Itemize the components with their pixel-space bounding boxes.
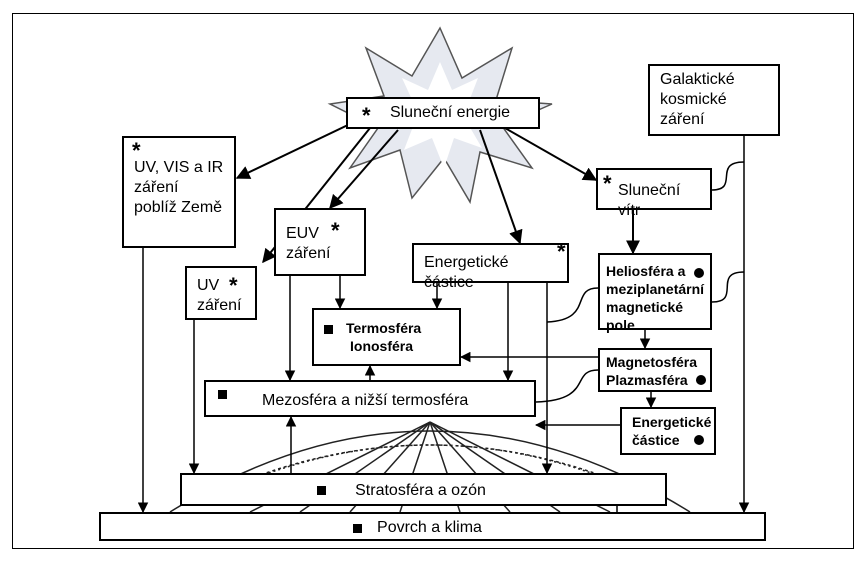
euv-marker: *: [331, 218, 340, 243]
galactic-line-1: Galaktické: [660, 71, 735, 88]
magnetosphere-line-1: Magnetosféra: [606, 354, 698, 370]
thermosphere-marker: [324, 325, 333, 334]
uv-line-2: záření: [197, 297, 242, 314]
sun-energy-marker: *: [362, 103, 371, 128]
uv-vis-ir-line-1: UV, VIS a IR: [134, 159, 224, 176]
energetic-particles-low-box: Energetické částice: [620, 407, 716, 455]
galactic-line-3: záření: [660, 111, 705, 128]
solar-wind-label: Sluneční vítr: [618, 182, 681, 219]
mesosphere-marker: [218, 390, 227, 399]
stratosphere-marker: [317, 486, 326, 495]
energetic-particles-low-line-2: částice: [632, 432, 680, 448]
thermosphere-box: Termosféra Ionosféra: [312, 308, 461, 366]
solar-wind-box: * Sluneční vítr: [596, 168, 712, 219]
sun-energy-label: Sluneční energie: [389, 104, 511, 121]
uv-marker: *: [229, 273, 238, 298]
energetic-particles-top-marker: *: [557, 239, 566, 264]
surface-marker: [353, 524, 362, 533]
stratosphere-box: Stratosféra a ozón: [180, 473, 667, 506]
uv-vis-ir-box: * UV, VIS a IR záření poblíž Země: [122, 136, 236, 248]
heliosphere-line-3: magnetické pole: [606, 299, 684, 333]
heliosphere-line-1: Heliosféra a: [606, 263, 686, 279]
thermosphere-line-2: Ionosféra: [350, 338, 414, 354]
heliosphere-box: Heliosféra a meziplanetární magnetické p…: [598, 253, 712, 333]
magnetosphere-marker: [696, 375, 706, 385]
magnetosphere-box: Magnetosféra Plazmasféra: [598, 348, 712, 392]
solar-wind-marker: *: [603, 171, 612, 196]
energetic-particles-low-marker: [694, 435, 704, 445]
sun-energy-box: * Sluneční energie: [346, 97, 540, 129]
magnetosphere-line-2: Plazmasféra: [606, 372, 688, 388]
uv-vis-ir-line-3: poblíž Země: [134, 199, 223, 216]
heliosphere-line-2: meziplanetární: [606, 281, 705, 297]
surface-label: Povrch a klima: [377, 519, 482, 536]
uv-vis-ir-line-2: záření: [134, 179, 179, 196]
galactic-line-2: kosmické: [660, 91, 727, 108]
heliosphere-marker: [694, 268, 704, 278]
stratosphere-label: Stratosféra a ozón: [355, 482, 486, 499]
energetic-particles-low-line-1: Energetické: [632, 414, 712, 430]
uv-box: * UV záření: [185, 266, 257, 320]
euv-box: * EUV záření: [274, 208, 366, 276]
mesosphere-box: Mezosféra a nižší termosféra: [204, 380, 536, 417]
galactic-cosmic-rays-box: Galaktické kosmické záření: [648, 64, 780, 136]
diagram-frame: [12, 13, 854, 549]
mesosphere-label: Mezosféra a nižší termosféra: [262, 392, 469, 409]
euv-line-1: EUV: [286, 225, 319, 242]
connector-arrows: [137, 123, 750, 525]
energetic-particles-top-label: Energetické částice: [424, 254, 509, 291]
uv-line-1: UV: [197, 277, 220, 294]
surface-box: Povrch a klima: [99, 512, 766, 541]
thermosphere-line-1: Termosféra: [346, 320, 422, 336]
euv-line-2: záření: [286, 245, 331, 262]
energetic-particles-top-box: Energetické částice *: [412, 239, 569, 291]
uv-vis-ir-marker: *: [132, 138, 141, 163]
